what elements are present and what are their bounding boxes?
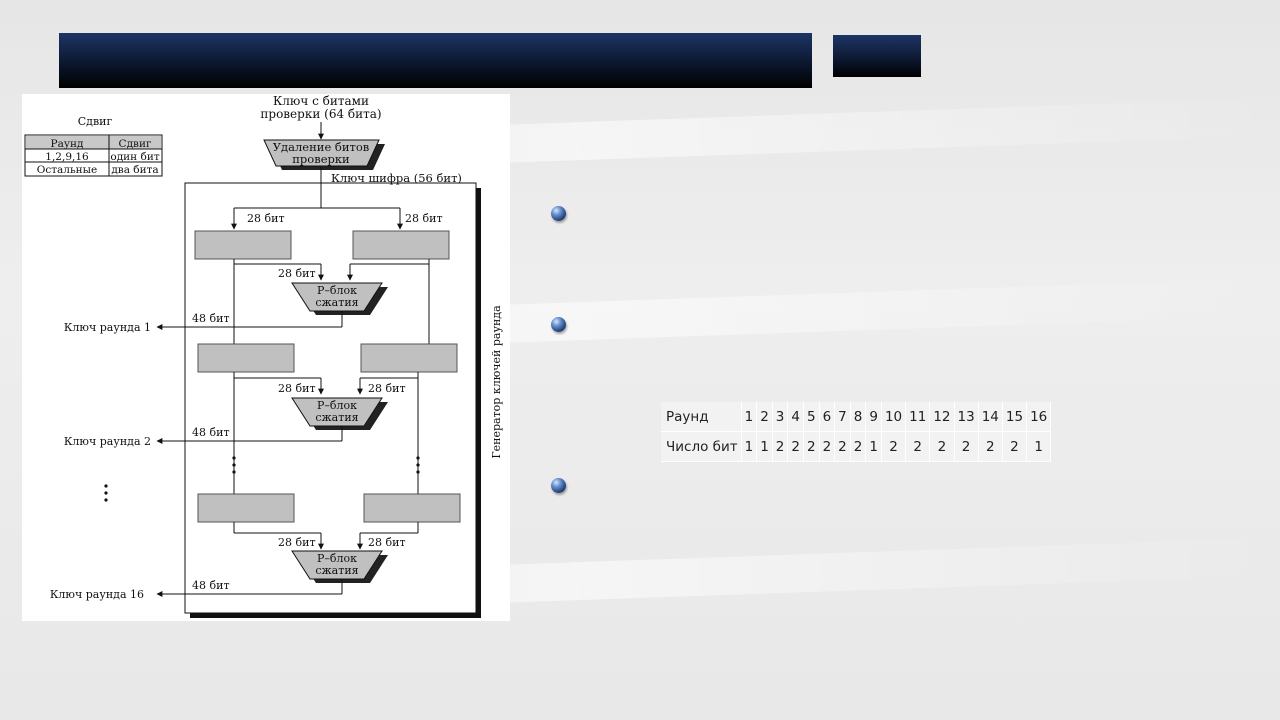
bits-28-label: 28 бит xyxy=(247,212,285,225)
shift-cell: 2 xyxy=(978,431,1003,462)
round-cell: 15 xyxy=(1002,402,1028,432)
bullet-icon xyxy=(551,478,566,493)
parity-drop-label: Удаление битов xyxy=(273,140,370,154)
shift-count-table: Раунд 1 2 3 4 5 6 7 8 9 10 11 12 13 14 1… xyxy=(661,402,1052,462)
shift-cell: 2 xyxy=(834,431,851,462)
shift-cell: 2 xyxy=(881,431,907,462)
pbox-block xyxy=(291,282,383,312)
shift-cell: 2 xyxy=(1002,431,1028,462)
ellipsis-dots xyxy=(104,456,420,502)
round-cell: 4 xyxy=(787,402,804,432)
round-cell: 8 xyxy=(850,402,867,432)
round-key-16-label: Ключ раунда 16 xyxy=(50,588,144,601)
pbox-block xyxy=(291,397,383,427)
input-key-label: Ключ с битами xyxy=(273,94,369,108)
cipher-key-label: Ключ шифра (56 бит) xyxy=(331,171,462,185)
title-tab xyxy=(833,35,921,77)
round-cell: 6 xyxy=(819,402,836,432)
pbox-label: сжатия xyxy=(315,411,358,424)
round-cell: 9 xyxy=(865,402,882,432)
shift-cell: 1 xyxy=(1026,431,1052,462)
shift-box-right xyxy=(360,343,458,373)
pbox-label: P–блок xyxy=(317,284,357,297)
bits-48-label: 48 бит xyxy=(192,312,230,325)
round-cell: 11 xyxy=(905,402,931,432)
shift-cell: 2 xyxy=(803,431,820,462)
bits-28-label: 28 бит xyxy=(278,267,316,280)
shift-table-title: Сдвиг xyxy=(78,115,113,128)
shift-box-right xyxy=(352,230,450,260)
round-cell: 10 xyxy=(881,402,907,432)
round-cell: 5 xyxy=(803,402,820,432)
row-label-round: Раунд xyxy=(661,402,742,432)
shift-table-header-bg xyxy=(26,136,161,149)
bits-28-label: 28 бит xyxy=(368,382,406,395)
bullet-icon xyxy=(551,317,566,332)
pbox-block xyxy=(291,550,383,580)
shift-cell: 2 xyxy=(772,431,789,462)
shift-cell: 2 xyxy=(787,431,804,462)
shift-table-cell: 1,2,9,16 xyxy=(45,151,89,163)
pbox-label: сжатия xyxy=(315,564,358,577)
pbox-label: P–блок xyxy=(317,552,357,565)
round-cell: 2 xyxy=(756,402,773,432)
shift-cell: 1 xyxy=(741,431,758,462)
bits-48-label: 48 бит xyxy=(192,426,230,439)
row-label-bits: Число бит xyxy=(661,431,742,462)
bits-28-label: 28 бит xyxy=(405,212,443,225)
round-cell: 16 xyxy=(1026,402,1052,432)
shift-cell: 1 xyxy=(756,431,773,462)
shift-cell: 2 xyxy=(819,431,836,462)
bits-28-label: 28 бит xyxy=(278,382,316,395)
pbox-label: сжатия xyxy=(315,296,358,309)
table-row: Число бит 1 1 2 2 2 2 2 2 1 2 2 2 2 2 2 … xyxy=(661,431,1052,462)
shift-table-cell: два бита xyxy=(111,164,158,176)
input-key-label: проверки (64 бита) xyxy=(260,107,381,121)
round-cell: 3 xyxy=(772,402,789,432)
pbox-label: P–блок xyxy=(317,399,357,412)
table-row: Раунд 1 2 3 4 5 6 7 8 9 10 11 12 13 14 1… xyxy=(661,402,1052,432)
round-cell: 12 xyxy=(929,402,955,432)
round-cell: 7 xyxy=(834,402,851,432)
title-bar xyxy=(59,33,812,88)
diagram-canvas: Сдвиг Раунд Сдвиг 1,2,9,16 один бит Оста… xyxy=(24,94,503,618)
shift-box-left xyxy=(194,230,292,260)
shift-table-cell: один бит xyxy=(110,151,159,163)
key-generation-diagram: Сдвиг Раунд Сдвиг 1,2,9,16 один бит Оста… xyxy=(22,94,510,621)
bits-48-label: 48 бит xyxy=(192,579,230,592)
round-cell: 1 xyxy=(741,402,758,432)
bits-28-label: 28 бит xyxy=(368,536,406,549)
round-key-2-label: Ключ раунда 2 xyxy=(64,435,151,448)
shift-cell: 2 xyxy=(929,431,955,462)
round-cell: 14 xyxy=(978,402,1003,432)
round-cell: 13 xyxy=(954,402,979,432)
shift-box-left xyxy=(197,493,295,523)
shift-cell: 2 xyxy=(905,431,931,462)
shift-cell: 2 xyxy=(850,431,867,462)
shift-table-cell: Остальные xyxy=(37,164,98,176)
shift-table-header-shift: Сдвиг xyxy=(119,138,152,150)
shift-cell: 1 xyxy=(865,431,882,462)
shift-box-right xyxy=(363,493,461,523)
round-key-1-label: Ключ раунда 1 xyxy=(64,321,151,334)
shift-table-header-round: Раунд xyxy=(51,138,85,150)
bits-28-label: 28 бит xyxy=(278,536,316,549)
generator-label: Генератор ключей раунда xyxy=(490,305,503,459)
shift-box-left xyxy=(197,343,295,373)
shift-cell: 2 xyxy=(954,431,979,462)
parity-drop-block xyxy=(263,139,380,167)
parity-drop-label: проверки xyxy=(292,152,350,166)
bullet-icon xyxy=(551,206,566,221)
